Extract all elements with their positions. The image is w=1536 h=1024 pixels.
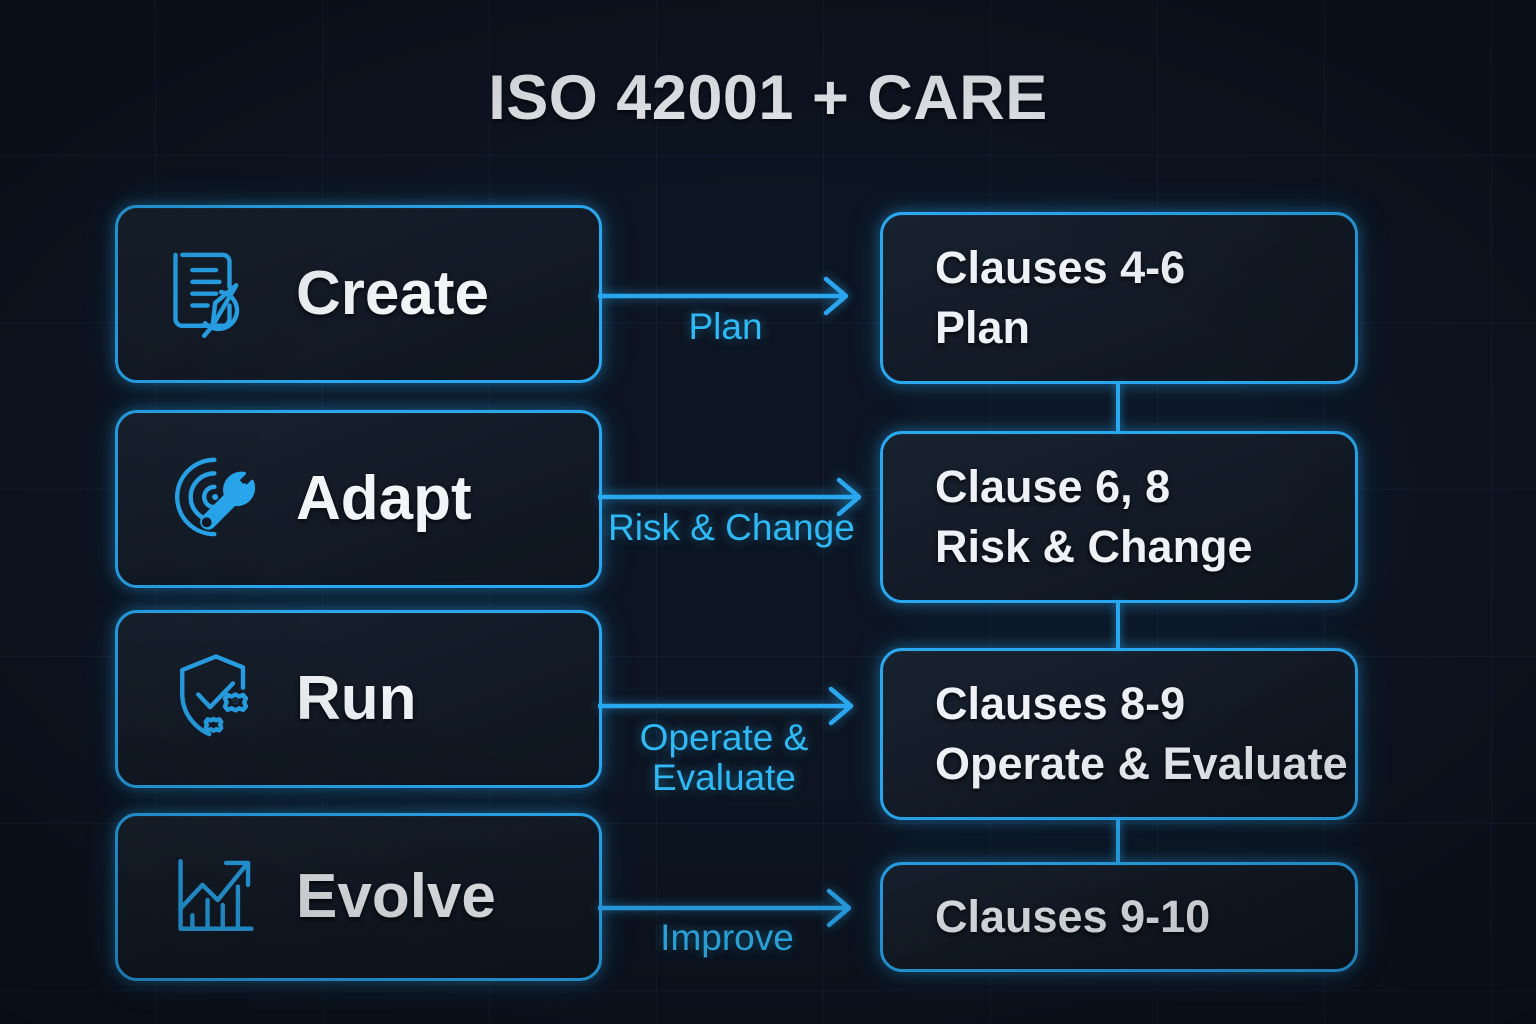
iso-card-clause-6-8[interactable]: Clause 6, 8 Risk & Change	[880, 431, 1358, 603]
iso-card-line-2: Plan	[935, 302, 1031, 353]
iso-card-clauses-9-10[interactable]: Clauses 9-10	[880, 862, 1358, 972]
iso-card-line-1: Clause 6, 8	[935, 461, 1171, 513]
iso-card-line-2: Risk & Change	[935, 521, 1253, 572]
flow-arrow-risk-change	[595, 469, 866, 525]
flow-arrow-label-improve: Improve	[660, 917, 794, 958]
document-pen-icon	[162, 238, 270, 351]
iso-connector-2	[1116, 602, 1120, 649]
care-card-label: Adapt	[296, 464, 472, 533]
care-card-adapt[interactable]: Adapt	[115, 410, 602, 588]
page-title: ISO 42001 + CARE	[488, 63, 1048, 133]
care-card-label: Create	[296, 259, 489, 328]
iso-card-line-2: Operate & Evaluate	[935, 738, 1348, 789]
growth-chart-arrow-icon	[162, 841, 270, 954]
iso-connector-1	[1116, 383, 1120, 432]
care-card-create[interactable]: Create	[115, 205, 602, 383]
care-card-label: Run	[296, 664, 417, 733]
flow-arrow-label-risk-change: Risk & Change	[608, 507, 855, 548]
iso-card-clauses-8-9[interactable]: Clauses 8-9 Operate & Evaluate	[880, 648, 1358, 820]
iso-card-line-1: Clauses 8-9	[935, 678, 1186, 730]
iso-card-line-1: Clauses 4-6	[935, 242, 1186, 294]
iso-card-clauses-4-6[interactable]: Clauses 4-6 Plan	[880, 212, 1358, 384]
flow-arrow-plan	[595, 268, 853, 324]
care-card-evolve[interactable]: Evolve	[115, 813, 602, 981]
care-card-run[interactable]: Run	[115, 610, 602, 788]
iso-card-line-1: Clauses 9-10	[935, 891, 1211, 943]
flow-arrow-improve	[595, 880, 856, 936]
radar-wrench-icon	[162, 443, 270, 556]
shield-check-gears-icon	[162, 643, 270, 756]
flow-arrow-label-operate-evaluate-line2: Evaluate	[652, 757, 796, 798]
care-card-label: Evolve	[296, 862, 496, 931]
iso-connector-3	[1116, 819, 1120, 863]
flow-arrow-label-plan: Plan	[688, 306, 763, 347]
flow-arrow-label-operate-evaluate-line1: Operate &	[639, 717, 809, 758]
flow-arrow-operate-evaluate	[595, 678, 858, 734]
